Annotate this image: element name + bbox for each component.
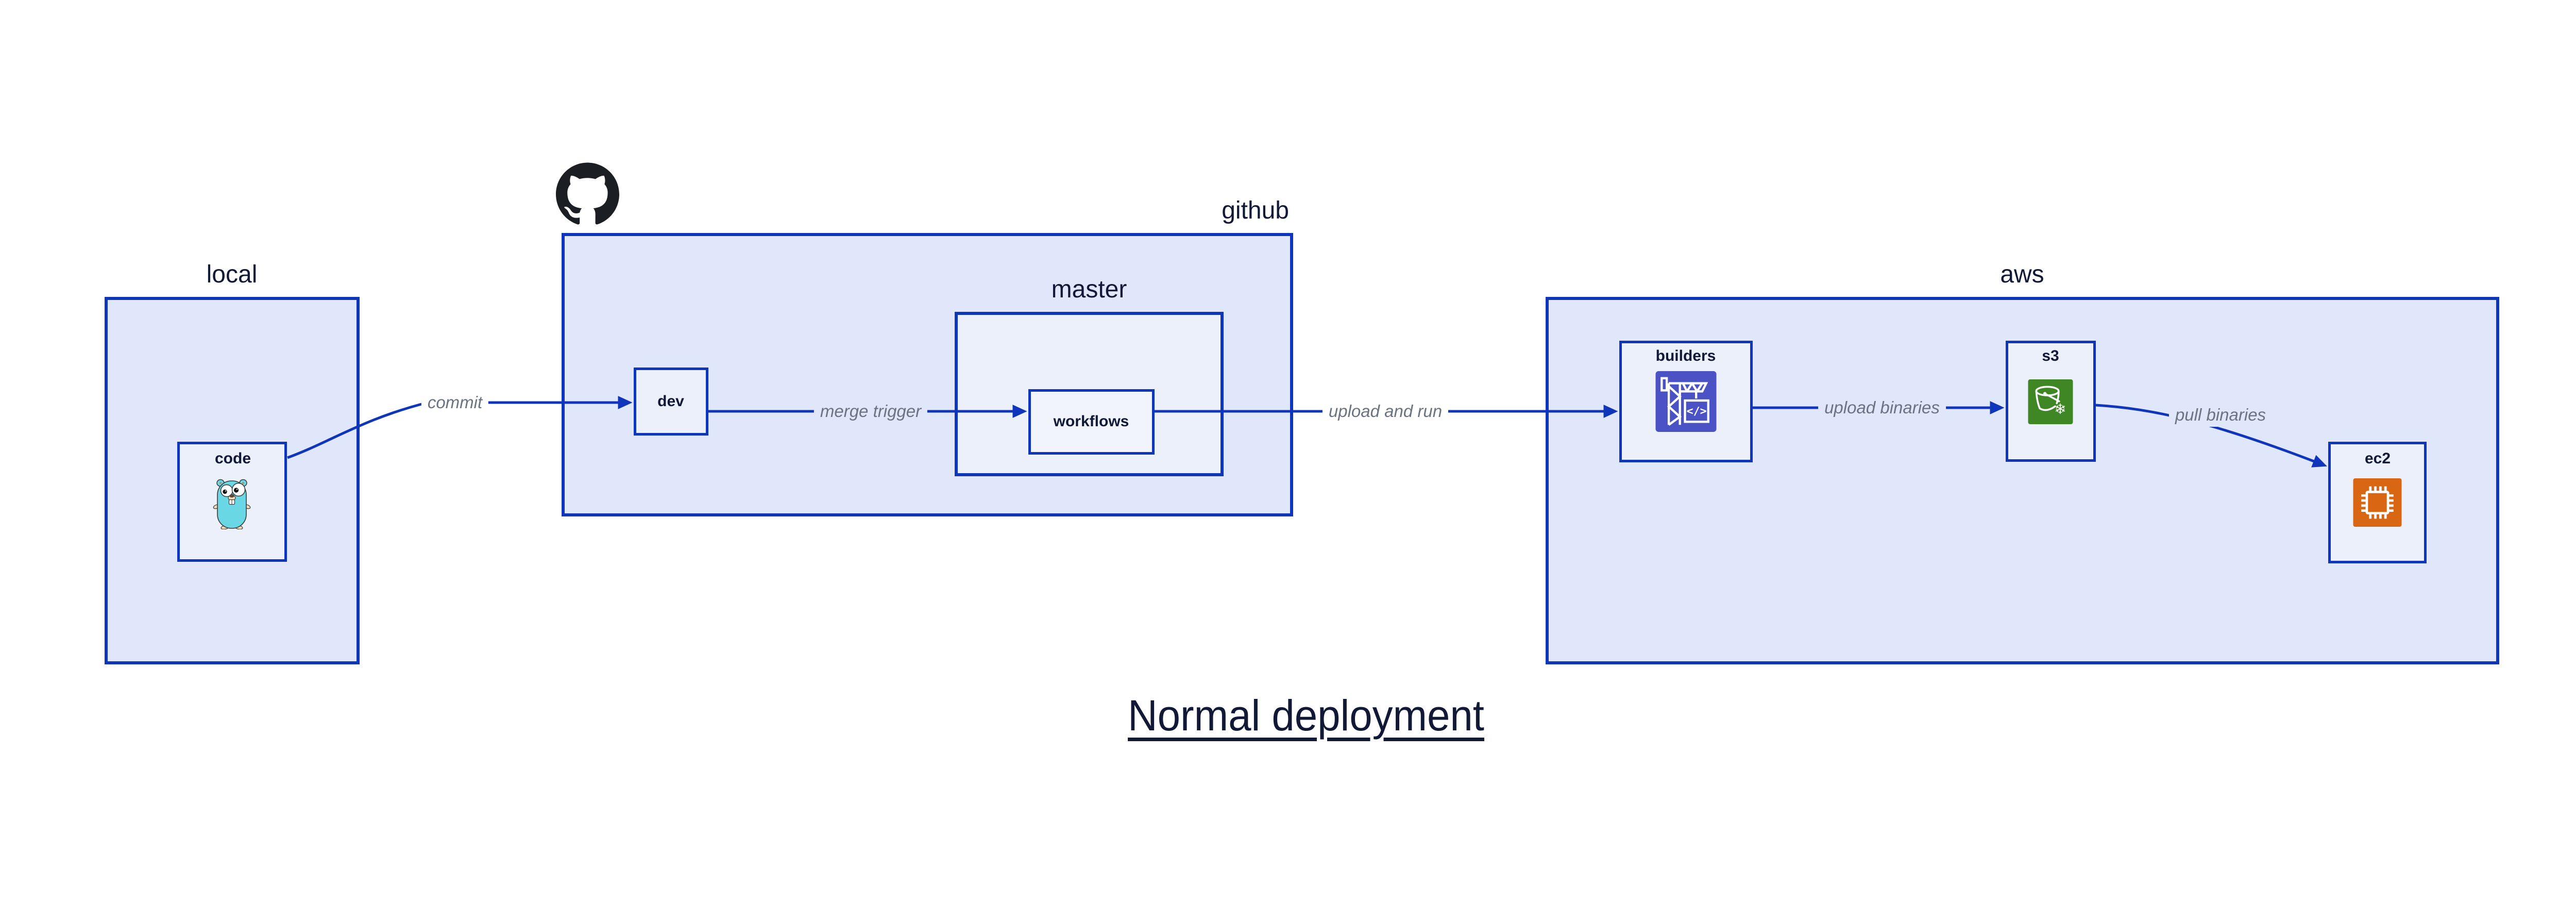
workflows-node-label: workflows bbox=[1053, 413, 1129, 430]
edge-label-upload-binaries: upload binaries bbox=[1818, 396, 1946, 420]
github-container-label: github bbox=[1222, 197, 1289, 224]
aws-container-label: aws bbox=[2000, 261, 2044, 288]
diagram-title: Normal deployment bbox=[1128, 691, 1484, 740]
edge-label-merge-trigger: merge trigger bbox=[814, 399, 928, 423]
builders-node-label: builders bbox=[1655, 347, 1716, 364]
workflows-node bbox=[1028, 389, 1155, 455]
edge-label-upload-and-run: upload and run bbox=[1322, 399, 1449, 423]
ec2-chip-icon bbox=[2353, 478, 2402, 527]
edge-label-pull-binaries: pull binaries bbox=[2168, 403, 2273, 427]
dev-node bbox=[634, 368, 708, 436]
snowflake-glyph: ❄ bbox=[2054, 400, 2066, 417]
builders-node bbox=[1619, 341, 1753, 462]
codebuild-crane-icon: </> bbox=[1655, 371, 1717, 432]
github-octocat-icon bbox=[555, 162, 620, 225]
code-node-label: code bbox=[214, 450, 251, 467]
master-container-label: master bbox=[1051, 276, 1127, 303]
dev-node-label: dev bbox=[657, 393, 684, 410]
svg-text:</>: </> bbox=[1687, 405, 1707, 418]
local-container-label: local bbox=[206, 261, 258, 288]
s3-glacier-bucket-icon: ❄ bbox=[2028, 379, 2073, 424]
ec2-node-label: ec2 bbox=[2364, 450, 2391, 467]
s3-node-label: s3 bbox=[2042, 347, 2059, 364]
edge-label-commit: commit bbox=[421, 391, 489, 414]
go-gopher-icon bbox=[213, 477, 251, 530]
